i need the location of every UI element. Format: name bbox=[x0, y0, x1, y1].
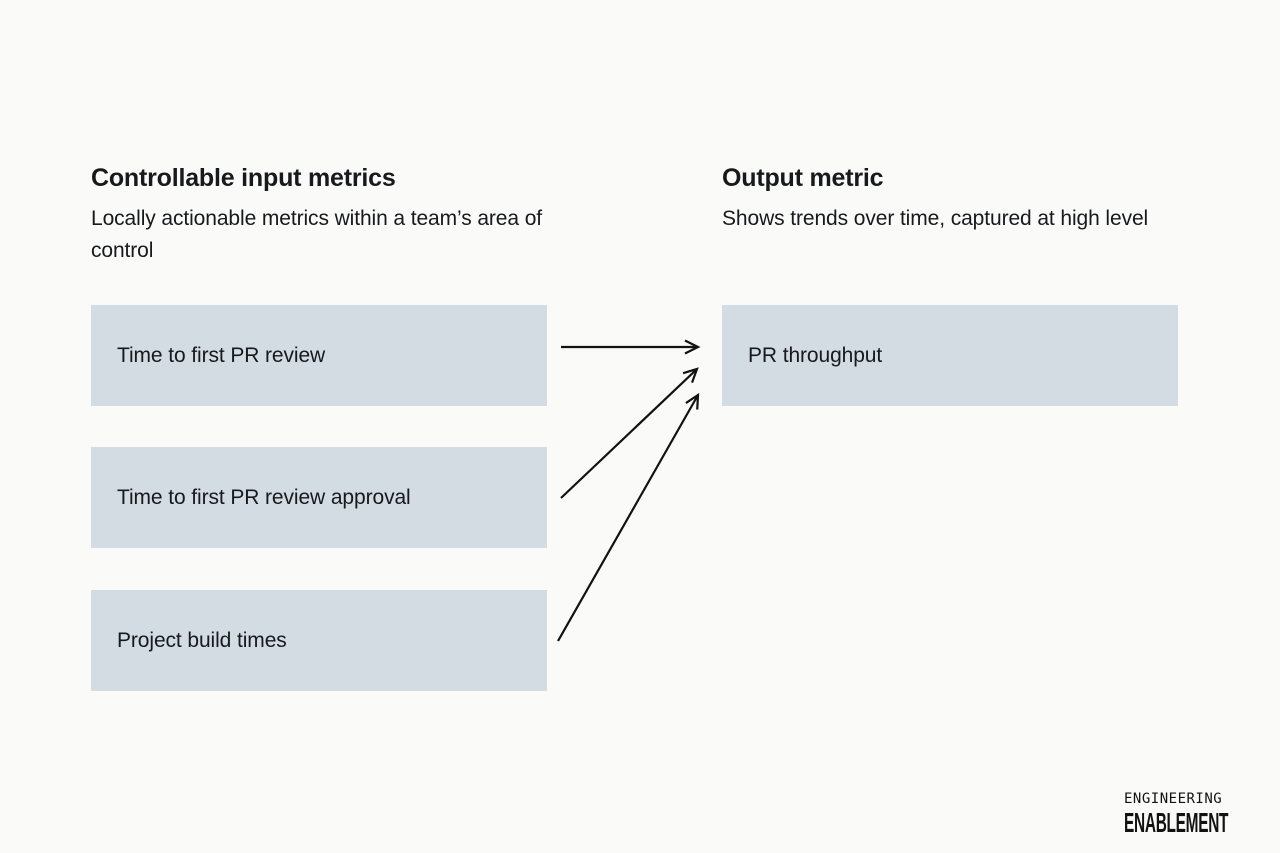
output-metric-title: Output metric bbox=[722, 164, 884, 192]
input-node-time-to-first-pr-review: Time to first PR review bbox=[91, 305, 547, 406]
input-node-project-build-times: Project build times bbox=[91, 590, 547, 691]
arrow-approval-to-throughput bbox=[560, 367, 699, 499]
input-node-label: Project build times bbox=[117, 628, 287, 652]
input-metrics-header: Controllable input metrics Locally actio… bbox=[91, 163, 561, 267]
output-node-pr-throughput: PR throughput bbox=[722, 305, 1178, 406]
logo-line-engineering: ENGINEERING bbox=[1124, 791, 1223, 807]
output-metric-header: Output metric Shows trends over time, ca… bbox=[722, 163, 1192, 235]
output-metric-subtitle: Shows trends over time, captured at high… bbox=[722, 207, 1149, 230]
logo-line-enablement: ENABLEMENT bbox=[1124, 807, 1229, 838]
input-node-label: Time to first PR review bbox=[117, 343, 326, 367]
input-metrics-title: Controllable input metrics bbox=[91, 164, 396, 192]
input-node-time-to-first-pr-review-approval: Time to first PR review approval bbox=[91, 447, 547, 548]
output-node-label: PR throughput bbox=[748, 343, 883, 367]
arrow-build-times-to-throughput bbox=[557, 392, 700, 642]
input-node-label: Time to first PR review approval bbox=[117, 485, 411, 509]
engineering-enablement-logo: ENGINEERING ENABLEMENT bbox=[1124, 792, 1280, 837]
input-metrics-subtitle: Locally actionable metrics within a team… bbox=[91, 207, 543, 262]
